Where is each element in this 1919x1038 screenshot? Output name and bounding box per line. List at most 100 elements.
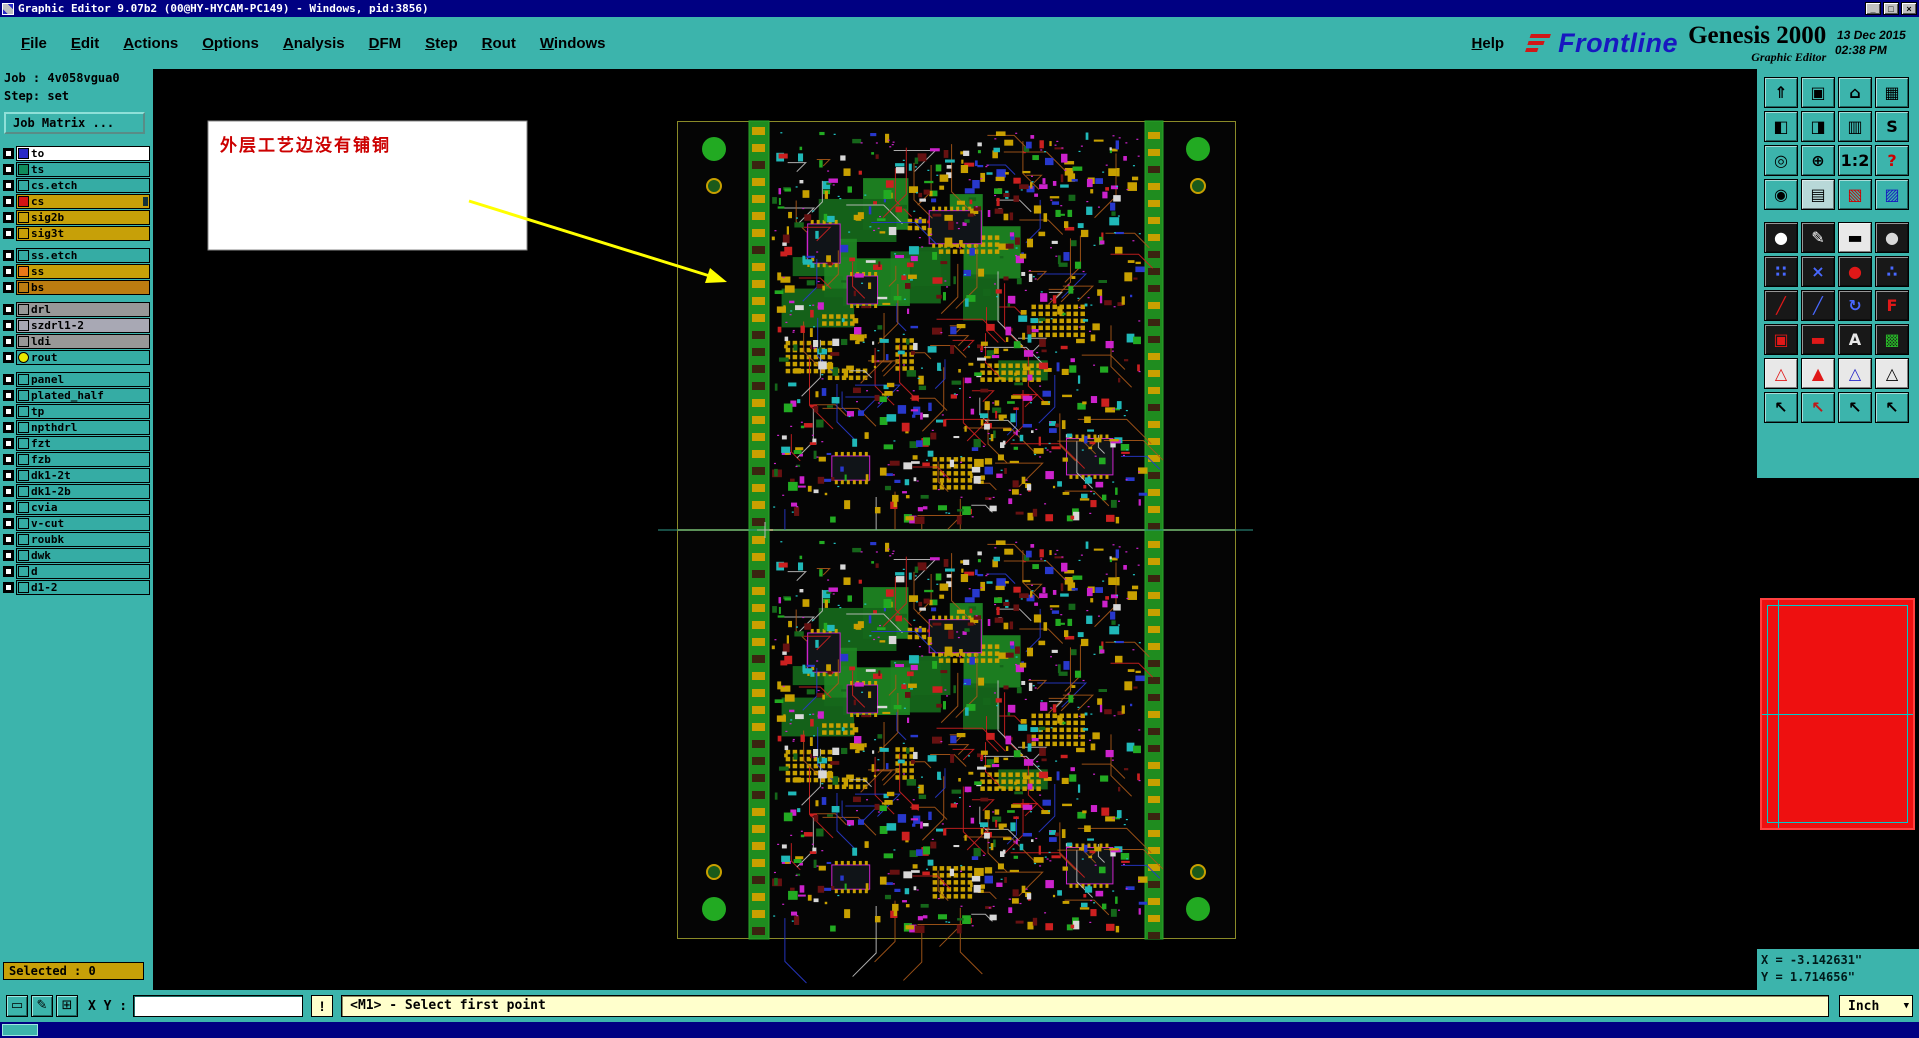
blue-line-icon[interactable]: ╱ [1801, 290, 1835, 321]
red-dash-icon[interactable]: ▬ [1801, 324, 1835, 355]
print-icon[interactable]: ⇑ [1764, 77, 1798, 108]
layer-color-swatch[interactable] [18, 550, 29, 561]
red-pad-icon[interactable]: ● [1838, 256, 1872, 287]
split-view-icon[interactable]: ▥ [1838, 111, 1872, 142]
layer-visibility-checkbox[interactable] [3, 180, 14, 191]
dot-icon[interactable]: ● [1875, 222, 1909, 253]
layer-color-swatch[interactable] [18, 304, 29, 315]
layer-color-swatch[interactable] [18, 228, 29, 239]
close-button[interactable]: × [1901, 2, 1917, 15]
alert-button[interactable]: ! [311, 995, 334, 1017]
layer-row-cvia[interactable]: cvia [3, 500, 150, 515]
menu-options[interactable]: Options [193, 31, 268, 56]
menu-actions[interactable]: Actions [114, 31, 187, 56]
tile-windows-icon[interactable]: ▦ [1875, 77, 1909, 108]
layer-visibility-checkbox[interactable] [3, 352, 14, 363]
layer-visibility-checkbox[interactable] [3, 406, 14, 417]
layer-color-swatch[interactable] [18, 336, 29, 347]
align-red-icon[interactable]: △ [1764, 358, 1798, 389]
select-cursor-box-icon[interactable]: ↖ [1838, 392, 1872, 423]
layer-visibility-checkbox[interactable] [3, 374, 14, 385]
layer-row-bs[interactable]: bs [3, 280, 150, 295]
layer-row-plated_half[interactable]: plated_half [3, 388, 150, 403]
delete-icon[interactable]: × [1801, 256, 1835, 287]
xy-input[interactable] [133, 995, 304, 1017]
layer-row-dk1-2b[interactable]: dk1-2b [3, 484, 150, 499]
layer-row-roubk[interactable]: roubk [3, 532, 150, 547]
layer-color-swatch[interactable] [18, 212, 29, 223]
snapshot-icon[interactable]: S [1875, 111, 1909, 142]
layer-row-ss.etch[interactable]: ss.etch [3, 248, 150, 263]
pencil-icon[interactable]: ✎ [1801, 222, 1835, 253]
layer-visibility-checkbox[interactable] [3, 566, 14, 577]
maximize-button[interactable]: □ [1883, 2, 1899, 15]
layer-color-swatch[interactable] [18, 180, 29, 191]
draw-pad-icon[interactable]: ● [1764, 222, 1798, 253]
layer-visibility-checkbox[interactable] [3, 282, 14, 293]
line-width-icon[interactable]: ▬ [1838, 222, 1872, 253]
layer-visibility-checkbox[interactable] [3, 438, 14, 449]
grid-snap-icon[interactable]: ⊞ [56, 995, 78, 1017]
screen-capture-icon[interactable]: ▭ [6, 995, 28, 1017]
context-help-icon[interactable]: ? [1875, 145, 1909, 176]
layer-color-swatch[interactable] [18, 486, 29, 497]
taskbar-item[interactable] [2, 1024, 38, 1036]
layer-visibility-checkbox[interactable] [3, 212, 14, 223]
layer-visibility-checkbox[interactable] [3, 266, 14, 277]
menu-rout[interactable]: Rout [473, 31, 525, 56]
layer-visibility-checkbox[interactable] [3, 454, 14, 465]
layer-color-swatch[interactable] [18, 374, 29, 385]
layer-row-dwk[interactable]: dwk [3, 548, 150, 563]
layer-visibility-checkbox[interactable] [3, 550, 14, 561]
layer-visibility-checkbox[interactable] [3, 164, 14, 175]
align-blue-icon[interactable]: △ [1838, 358, 1872, 389]
layer-color-swatch[interactable] [18, 266, 29, 277]
layer-row-fzt[interactable]: fzt [3, 436, 150, 451]
menu-windows[interactable]: Windows [531, 31, 615, 56]
zoom-in-icon[interactable]: ⊕ [1801, 145, 1835, 176]
layer-visibility-checkbox[interactable] [3, 422, 14, 433]
flip-icon[interactable]: F [1875, 290, 1909, 321]
layer-visibility-checkbox[interactable] [3, 336, 14, 347]
zoom-blue-icon[interactable]: ▨ [1875, 179, 1909, 210]
layer-visibility-checkbox[interactable] [3, 534, 14, 545]
job-matrix-button[interactable]: Job Matrix ... [4, 112, 145, 134]
title-bar[interactable]: Graphic Editor 9.07b2 (00@HY-HYCAM-PC149… [0, 0, 1919, 17]
layer-row-cs.etch[interactable]: cs.etch [3, 178, 150, 193]
measure-icon[interactable]: ✎ [31, 995, 53, 1017]
home-view-icon[interactable]: ⌂ [1838, 77, 1872, 108]
layer-color-swatch[interactable] [18, 196, 29, 207]
layer-color-swatch[interactable] [18, 438, 29, 449]
layer-row-dk1-2t[interactable]: dk1-2t [3, 468, 150, 483]
green-pads-icon[interactable]: ▩ [1875, 324, 1909, 355]
layer-color-swatch[interactable] [18, 502, 29, 513]
select-points-icon[interactable]: ∷ [1764, 256, 1798, 287]
layer-visibility-checkbox[interactable] [3, 502, 14, 513]
layer-row-ts[interactable]: ts [3, 162, 150, 177]
red-rect-icon[interactable]: ▣ [1764, 324, 1798, 355]
pan-left-icon[interactable]: ◧ [1764, 111, 1798, 142]
layer-visibility-checkbox[interactable] [3, 228, 14, 239]
select-cursor-icon[interactable]: ↖ [1764, 392, 1798, 423]
layer-color-swatch[interactable] [18, 250, 29, 261]
pcb-canvas[interactable]: 外层工艺边没有铺铜 [153, 69, 1757, 990]
layer-row-d[interactable]: d [3, 564, 150, 579]
layer-color-swatch[interactable] [18, 422, 29, 433]
menu-file[interactable]: File [12, 31, 56, 56]
menu-edit[interactable]: Edit [62, 31, 108, 56]
zoom-ratio-icon[interactable]: 1:2 [1838, 145, 1872, 176]
monitor-icon[interactable]: ▣ [1801, 77, 1835, 108]
zoom-fit-icon[interactable]: ◎ [1764, 145, 1798, 176]
layer-color-swatch[interactable] [18, 582, 29, 593]
layer-row-npthdrl[interactable]: npthdrl [3, 420, 150, 435]
red-line-icon[interactable]: ╱ [1764, 290, 1798, 321]
layer-row-sig3t[interactable]: sig3t [3, 226, 150, 241]
layer-color-swatch[interactable] [18, 406, 29, 417]
layer-row-ss[interactable]: ss [3, 264, 150, 279]
layer-color-swatch[interactable] [18, 282, 29, 293]
layer-row-rout[interactable]: rout [3, 350, 150, 365]
menu-step[interactable]: Step [416, 31, 467, 56]
layer-visibility-checkbox[interactable] [3, 582, 14, 593]
rotate-icon[interactable]: ↻ [1838, 290, 1872, 321]
layer-row-panel[interactable]: panel [3, 372, 150, 387]
